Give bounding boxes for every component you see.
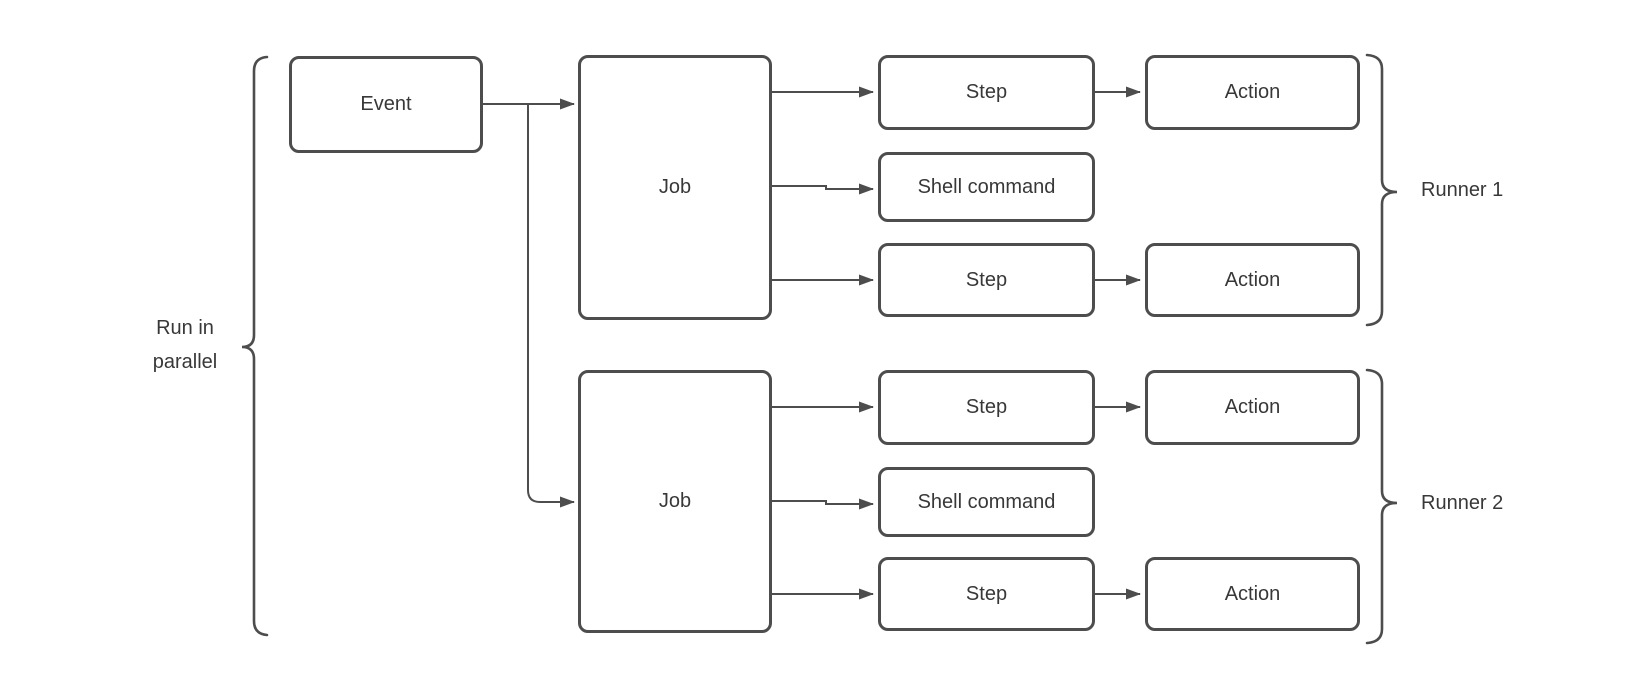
runner1-step1-node: Step [878,55,1095,130]
runner2-step2-node: Step [878,557,1095,631]
run-in-parallel-label-line1: Run in [156,317,214,339]
runner2-action1-node: Action [1145,370,1360,445]
runner2-shell-command-node: Shell command [878,467,1095,537]
runner1-shell-command-node: Shell command [878,152,1095,222]
job1-to-shell-connector [772,183,874,195]
runner1-action1-node: Action [1145,55,1360,130]
runner1-brace [1365,53,1398,327]
run-in-parallel-label: Run in parallel [110,311,260,379]
job2-to-shell-connector [772,498,874,510]
job1-node: Job [578,55,772,320]
runner2-step1-node: Step [878,370,1095,445]
event-node: Event [289,56,483,153]
runner1-action2-node: Action [1145,243,1360,317]
job2-node: Job [578,370,772,633]
run-in-parallel-brace [241,55,269,637]
event-to-job2-connector [527,104,575,508]
runner2-label: Runner 2 [1421,492,1504,514]
runner2-action2-node: Action [1145,557,1360,631]
runner1-step2-node: Step [878,243,1095,317]
runner2-brace [1365,368,1398,645]
runner1-label: Runner 1 [1421,179,1504,201]
run-in-parallel-label-line2: parallel [152,351,218,373]
